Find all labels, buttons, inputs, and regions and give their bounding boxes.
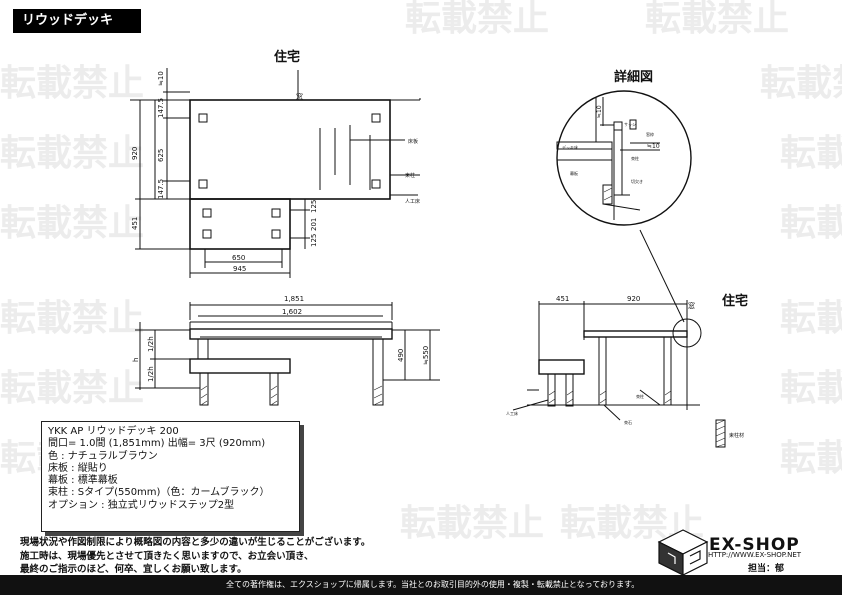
side-step-post: [565, 373, 574, 407]
spec-line: 幕板 : 標準幕板: [48, 475, 118, 487]
plan-dim-945: 945: [233, 265, 246, 273]
plan-dim-total-h: 920: [131, 147, 139, 160]
side-deck-board: [583, 330, 688, 338]
plan-post: [198, 179, 208, 189]
plan-post: [371, 113, 381, 123]
detail-post: [602, 184, 613, 205]
spec-line: 色 : ナチュラルブラウン: [48, 450, 158, 462]
plan-note-deck: 床板: [408, 138, 418, 145]
note-line: 現場状況や作図制限により概略図の内容と多少の違いが生じることがございます。: [20, 537, 371, 548]
document-title: リウッドデッキ 200: [13, 9, 141, 52]
logo-name: EX-SHOP: [709, 535, 800, 555]
plan-house-label: 住宅: [274, 49, 300, 65]
detail-title: 詳細図: [614, 69, 653, 85]
plan-dim-upper-b: 147.5: [157, 179, 165, 199]
note-line: 施工時は、現場優先とさせて頂きたく思いますので、お立会い頂き、: [20, 550, 314, 562]
front-step: [189, 358, 291, 374]
detail-label-frame: 窓枠: [646, 131, 654, 137]
legend-label: 束柱材: [729, 432, 744, 439]
plan-window-label: 窓: [296, 92, 303, 101]
spec-line: 束柱 : Sタイプ(550mm)（色：カームブラック）: [48, 487, 270, 499]
front-dim-550: ≒550: [422, 346, 430, 365]
plan-post: [198, 113, 208, 123]
spec-box: YKK AP リウッドデッキ 200 間口= 1.0間 (1,851mm) 出幅…: [41, 421, 300, 532]
detail-label-sash: サッシ: [624, 122, 636, 127]
front-deck-board: [189, 328, 393, 340]
side-dim-920: 920: [627, 295, 640, 303]
plan-post: [202, 208, 212, 218]
plan-dim-lower-h: 451: [131, 217, 139, 230]
detail-sash: [613, 121, 623, 131]
plan-dim-middle: 625: [157, 149, 165, 162]
side-window-label: 窓: [688, 301, 695, 310]
side-house-label: 住宅: [722, 293, 748, 309]
copyright-text: 全ての著作権は、エクスショップに帰属します。当社とのお取引目的外の使用・複製・転…: [226, 580, 640, 589]
spec-line: オプション : 独立式リウッドステップ2型: [48, 499, 235, 511]
side-label-post: 束柱: [636, 393, 644, 399]
detail-label-post: 束柱: [631, 155, 639, 161]
front-dim-490: 490: [397, 349, 405, 362]
plan-dim-upper-a: 147.5: [157, 98, 165, 118]
front-post: [197, 338, 209, 360]
plan-post: [271, 229, 281, 239]
plan-post: [271, 208, 281, 218]
side-label-base: 束石: [624, 419, 632, 425]
plan-dim-step-b: 201: [310, 218, 318, 231]
side-label-ground: 人工床: [506, 410, 518, 416]
front-dim-half-b: 1/2h: [147, 366, 155, 382]
side-step-post: [547, 373, 556, 407]
detail-dim-1: ≒10: [596, 105, 603, 118]
front-dim-w1: 1,851: [284, 295, 304, 303]
front-dim-h: h: [132, 358, 140, 362]
site-notes: 現場状況や作図制限により概略図の内容と多少の違いが生じることがございます。 施工…: [20, 536, 370, 577]
spec-line: 床板 : 縦貼り: [48, 462, 108, 474]
plan-dim-step-c: 125: [310, 234, 318, 247]
note-line: 最終のご指示のほど、何卒、宜しくお願い致します。: [20, 564, 247, 575]
side-detail-marker: [672, 318, 702, 348]
legend-hatch-box: [715, 419, 726, 448]
spec-line: 間口= 1.0間 (1,851mm) 出幅= 3尺 (920mm): [48, 438, 266, 450]
plan-deck-outline: [189, 99, 391, 200]
side-step: [538, 359, 585, 375]
detail-label-notch: 切欠き: [631, 178, 643, 184]
detail-label-deck: デッキ床: [562, 144, 578, 150]
plan-post: [371, 179, 381, 189]
front-step-post: [269, 372, 279, 406]
front-dim-half-a: 1/2h: [147, 336, 155, 352]
plan-note-frame: 束柱: [405, 172, 415, 179]
detail-circle: [556, 90, 692, 226]
copyright-footer: 全ての著作権は、エクスショップに帰属します。当社とのお取引目的外の使用・複製・転…: [0, 575, 842, 595]
detail-label-fascia: 幕板: [570, 170, 578, 176]
spec-line: YKK AP リウッドデッキ 200: [48, 426, 179, 437]
detail-dim-2: ≒10: [647, 143, 660, 150]
front-post: [372, 338, 384, 406]
logo-url: HTTP://WWW.EX-SHOP.NET: [708, 551, 802, 559]
plan-dim-top: ≒10: [157, 71, 165, 86]
front-step-post: [199, 372, 209, 406]
plan-dim-step-a: 125: [310, 200, 318, 213]
exshop-logo-icon: [657, 529, 709, 576]
plan-note-artificial: 人工床: [405, 198, 420, 205]
plan-dim-650: 650: [232, 254, 245, 262]
front-dim-w2: 1,602: [282, 308, 302, 316]
plan-post: [202, 229, 212, 239]
staff-label: 担当：郁: [748, 564, 785, 574]
plan-step-outline: [189, 198, 291, 250]
side-dim-451: 451: [556, 295, 569, 303]
detail-frame: [629, 119, 637, 130]
